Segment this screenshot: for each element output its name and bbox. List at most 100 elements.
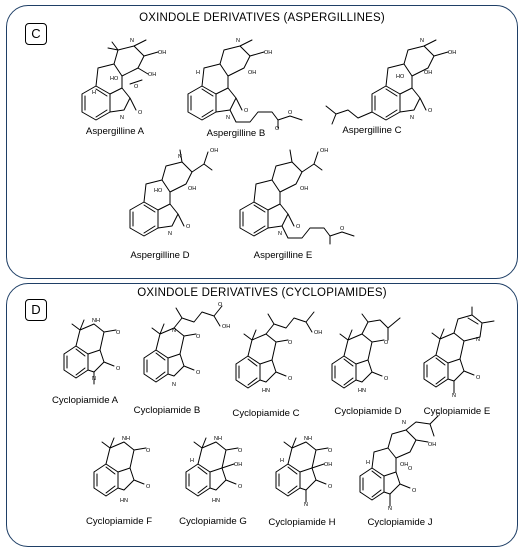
svg-text:O: O xyxy=(186,224,191,230)
svg-text:OH: OH xyxy=(428,442,436,448)
compound-label: Cyclopiamide B xyxy=(133,405,201,416)
structure-cyclopiamide-j: N O N O OH OH H O xyxy=(359,412,441,512)
svg-text:O: O xyxy=(218,302,223,308)
svg-text:N: N xyxy=(236,38,240,44)
svg-text:H: H xyxy=(280,458,284,464)
compound-label: Cyclopiamide D xyxy=(334,406,402,417)
svg-text:N: N xyxy=(388,506,392,512)
svg-text:O: O xyxy=(138,110,143,116)
svg-text:N: N xyxy=(420,38,424,44)
svg-text:OH: OH xyxy=(320,148,328,154)
svg-text:OH: OH xyxy=(264,50,272,56)
svg-text:O: O xyxy=(196,370,201,376)
svg-text:O: O xyxy=(384,376,389,382)
svg-text:N: N xyxy=(278,231,282,237)
svg-text:OH: OH xyxy=(158,50,166,56)
panel-d-title: OXINDOLE DERIVATIVES (CYCLOPIAMIDES) xyxy=(137,287,387,299)
panel-c: OXINDOLE DERIVATIVES (ASPERGILLINES) C xyxy=(6,5,518,279)
svg-text:HO: HO xyxy=(110,76,119,82)
svg-text:H: H xyxy=(196,70,200,76)
svg-text:N: N xyxy=(226,115,230,121)
structure-cyclopiamide-a: NH O O N xyxy=(63,318,121,385)
svg-text:O: O xyxy=(384,340,389,346)
compound-label: Aspergilline E xyxy=(253,250,313,261)
structure-cyclopiamide-b: N O O N OH O xyxy=(143,302,230,388)
svg-text:O: O xyxy=(275,126,280,132)
svg-text:O: O xyxy=(340,226,345,232)
panel-c-letter: C xyxy=(25,23,47,45)
panel-c-title: OXINDOLE DERIVATIVES (ASPERGILLINES) xyxy=(139,12,385,24)
structure-cyclopiamide-h: NH O O OH N H xyxy=(275,436,333,508)
svg-text:O: O xyxy=(408,466,413,472)
svg-text:O: O xyxy=(146,484,151,490)
svg-text:N: N xyxy=(172,328,176,334)
svg-text:O: O xyxy=(196,334,201,340)
svg-text:HN: HN xyxy=(358,388,366,394)
compound-label: Cyclopiamide H xyxy=(268,517,336,528)
svg-text:N: N xyxy=(476,337,480,343)
svg-text:OH: OH xyxy=(324,462,332,468)
svg-text:O: O xyxy=(328,484,333,490)
svg-text:N: N xyxy=(120,115,124,121)
structure-cyclopiamide-e: N O N xyxy=(423,306,495,399)
svg-text:O: O xyxy=(238,484,243,490)
structure-aspergilline-b: N O N OH OH H O O xyxy=(187,38,303,132)
svg-text:O: O xyxy=(328,448,333,454)
svg-text:H: H xyxy=(366,460,370,466)
svg-text:N: N xyxy=(402,420,406,426)
panel-d: OXINDOLE DERIVATIVES (CYCLOPIAMIDES) D xyxy=(6,283,518,547)
svg-text:OH: OH xyxy=(148,72,156,78)
svg-text:HO: HO xyxy=(396,74,405,80)
svg-text:HO: HO xyxy=(154,188,163,194)
compound-label: Aspergilline A xyxy=(85,126,145,137)
structure-cyclopiamide-c: HN O O OH xyxy=(235,311,322,394)
panel-d-letter: D xyxy=(25,299,47,321)
compound-label: Cyclopiamide J xyxy=(367,517,433,528)
svg-text:O: O xyxy=(116,330,121,336)
svg-text:N: N xyxy=(130,38,134,44)
svg-text:H: H xyxy=(92,90,96,96)
svg-text:OH: OH xyxy=(448,50,456,56)
svg-text:OH: OH xyxy=(400,462,408,468)
compound-label: Aspergilline C xyxy=(342,125,402,136)
structure-cyclopiamide-f: NH O O HN xyxy=(93,436,151,504)
svg-text:N: N xyxy=(304,502,308,508)
svg-text:O: O xyxy=(146,448,151,454)
compound-label: Cyclopiamide G xyxy=(179,516,247,527)
svg-text:O: O xyxy=(288,110,293,116)
svg-text:OH: OH xyxy=(248,70,256,76)
svg-text:O: O xyxy=(244,108,249,114)
svg-text:OH: OH xyxy=(234,462,242,468)
svg-text:OH: OH xyxy=(222,324,230,330)
svg-text:O: O xyxy=(428,108,433,114)
svg-text:OH: OH xyxy=(300,186,308,192)
compound-label: Cyclopiamide E xyxy=(423,406,491,417)
svg-text:N: N xyxy=(178,154,182,160)
compound-label: Cyclopiamide A xyxy=(51,395,119,406)
svg-text:HN: HN xyxy=(262,388,270,394)
svg-text:O: O xyxy=(116,366,121,372)
structure-cyclopiamide-g: NH O O HN OH H xyxy=(185,436,243,504)
svg-text:O: O xyxy=(476,375,481,381)
svg-text:OH: OH xyxy=(314,330,322,336)
svg-text:HN: HN xyxy=(212,498,220,504)
svg-text:HN: HN xyxy=(120,498,128,504)
svg-text:OH: OH xyxy=(424,70,432,76)
svg-text:O: O xyxy=(296,224,301,230)
svg-text:N: N xyxy=(172,382,176,388)
structure-aspergilline-a: N O N OH OH HO H O xyxy=(81,38,166,121)
compound-label: Aspergilline B xyxy=(206,128,266,139)
svg-text:N: N xyxy=(452,393,456,399)
svg-text:H: H xyxy=(190,458,194,464)
svg-text:N: N xyxy=(410,115,414,121)
svg-text:O: O xyxy=(238,448,243,454)
svg-text:NH: NH xyxy=(92,318,100,324)
svg-text:O: O xyxy=(412,488,417,494)
svg-text:N: N xyxy=(168,231,172,237)
compound-label: Aspergilline D xyxy=(130,250,190,261)
svg-text:O: O xyxy=(288,340,293,346)
svg-text:O: O xyxy=(436,412,441,418)
structure-cyclopiamide-d: HN O O xyxy=(331,313,401,394)
structure-aspergilline-c: N O N OH OH HO xyxy=(325,38,456,125)
structure-aspergilline-d: N O N OH OH HO xyxy=(129,148,218,237)
